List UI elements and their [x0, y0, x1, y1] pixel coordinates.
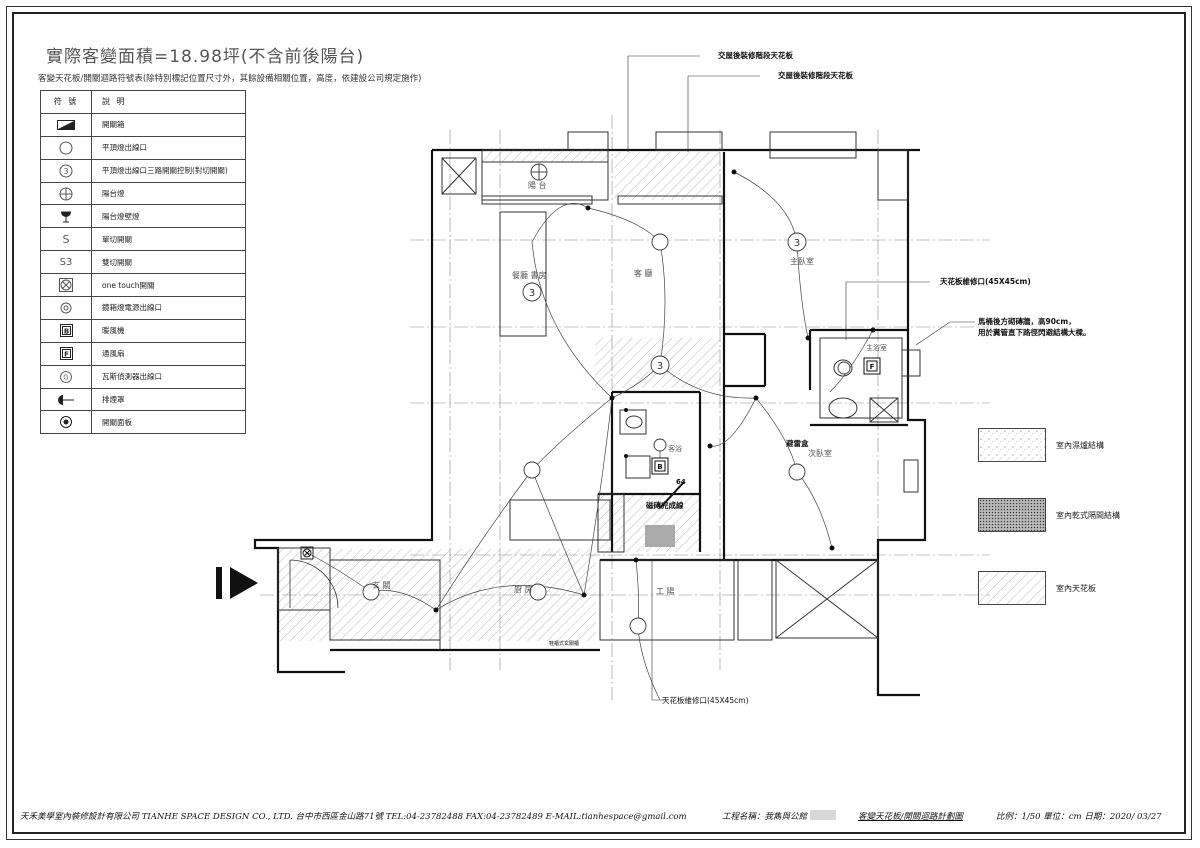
redacted-block [810, 810, 837, 820]
boxed-f-icon: F [59, 347, 73, 361]
tile-line-marker [659, 481, 685, 509]
footer-scale: 比例：1/50 單位：cm 日期：2020/ 03/27 [996, 812, 1162, 822]
wall-lamp-icon [61, 211, 71, 223]
boxed-x-circle-icon [59, 278, 73, 293]
annotation-ceiling-2: 交屋後裝修階段天花板 [778, 71, 853, 80]
circle-3-icon: 3 [59, 164, 73, 178]
circle-icon [59, 141, 73, 155]
exhaust-hood-icon [58, 394, 74, 405]
legend-header-row: 符 號 說 明 [40, 90, 246, 114]
legend-row: one touch開關 [40, 273, 246, 298]
legend-row: 陽台燈 [40, 181, 246, 206]
swatch-dense [978, 498, 1046, 532]
annotation-ceiling-1: 交屋後裝修階段天花板 [718, 51, 793, 60]
symbol-legend-table: 符 號 說 明 開關箱 平頂燈出線口 3 平頂燈出線口三路開關控制(對切開關) … [40, 90, 246, 435]
room-label-living: 客 廳 [634, 269, 653, 278]
sheet-outer-border [6, 6, 1192, 840]
legend-label: 開關面板 [91, 410, 246, 435]
room-label-balcony: 陽 台 [528, 181, 547, 190]
svg-text:3: 3 [63, 167, 68, 176]
room-label-second-bedroom: 次臥室 [808, 449, 832, 458]
svg-text:B: B [657, 463, 662, 471]
legend-row: 平頂燈出線口 [40, 135, 246, 160]
switch-dots [433, 169, 876, 613]
svg-text:G: G [63, 373, 68, 381]
dot-circle-icon [60, 416, 72, 429]
annotation-entry-cabinet: 鞋櫃式玄關櫃 [549, 641, 580, 647]
leader-lines [627, 55, 975, 701]
small-circle-icon [60, 302, 72, 314]
room-label-master-bedroom: 主臥室 [790, 257, 814, 266]
room-label-master-bath: 主浴室 [866, 344, 887, 352]
bath-device-labels: F B [657, 363, 874, 471]
swatch-hatch [978, 571, 1046, 605]
svg-text:B: B [63, 328, 68, 336]
legend-subtitle: 客變天花板/開關迴路符號表(除特別標記位置尺寸外，其餘設備相關位置，高度，依建設… [38, 74, 422, 84]
switchbox-icon [57, 119, 75, 130]
entry-switch-icon [300, 546, 314, 560]
swatch-label: 室內乾式隔間結構 [1056, 511, 1120, 520]
swatch-label: 室內濕爐結構 [1056, 441, 1104, 450]
svg-text:3: 3 [529, 288, 535, 299]
three-way-labels: 3 3 3 [529, 238, 800, 372]
legend-row: 鏡箱燈電源出線口 [40, 296, 246, 320]
room-label-guest-bath: 客浴 [668, 445, 682, 453]
room-label-kitchen: 廚 房 [514, 585, 533, 594]
svg-text:3: 3 [794, 238, 800, 249]
legend-row: B 暖風機 [40, 318, 246, 343]
light-fixtures [362, 163, 851, 635]
sheet-inner-border [12, 12, 1186, 834]
swatch-dots [978, 428, 1046, 462]
room-label-foyer: 玄 關 [372, 581, 391, 590]
annotation-toilet-note-2: 用於糞管直下路徑閃避結構大樑。 [978, 328, 1091, 337]
room-label-dining-study: 餐廳 書房 [512, 271, 547, 280]
svg-text:3: 3 [657, 361, 663, 372]
shaft-block [645, 525, 675, 547]
footer-project-text: 工程名稱：我雋與公館 [722, 812, 808, 822]
legend-label: 鏡箱燈電源出線口 [91, 296, 246, 320]
entry-arrow-icon [216, 567, 258, 599]
g-circle-icon: G [60, 370, 72, 383]
footer-drawing: 客變天花板/開關迴路計劃圖 [858, 812, 963, 822]
annotation-tile-line: 磁磚完成線 [646, 501, 684, 510]
boxed-b-icon: B [59, 324, 73, 338]
legend-row: S3 雙切開關 [40, 250, 246, 275]
legend-row: 開關面板 [40, 410, 246, 435]
thin-walls [277, 131, 921, 650]
legend-row: 3 平頂燈出線口三路開關控制(對切開關) [40, 158, 246, 183]
annotation-access-panel-top: 天花板維修口(45X45cm) [940, 277, 1031, 286]
bath-devices [651, 357, 881, 475]
crossed-circle-icon [59, 187, 73, 200]
room-label-utility-balcony: 工 陽 [656, 587, 675, 596]
svg-text:F: F [870, 363, 875, 371]
footer-project: 工程名稱：我雋與公館 [722, 810, 837, 822]
swatch-label: 室內天花板 [1056, 584, 1096, 593]
area-title: 實際客變面積=18.98坪(不含前後陽台) [46, 47, 365, 67]
annotation-access-panel-bottom: 天花板維修口(45X45cm) [662, 696, 749, 705]
door-swing [289, 559, 339, 609]
svg-text:F: F [64, 351, 69, 359]
annotation-dimension: 64 [676, 478, 686, 486]
footer-company: 天禾美學室內裝修設計有限公司 TIANHE SPACE DESIGN CO., … [20, 812, 687, 822]
ceiling-hatch-zones [278, 152, 720, 641]
annotation-toilet-note-1: 馬桶後方砌磚牆，高90cm， [978, 317, 1076, 326]
annotation-avoid-box: 避雷盒 [786, 439, 809, 448]
